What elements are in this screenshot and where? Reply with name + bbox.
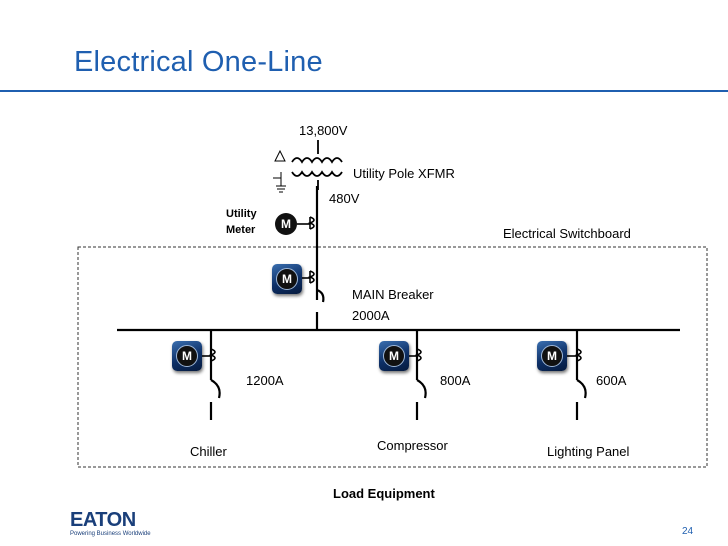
load-chiller-label: Chiller [190, 444, 227, 459]
feeder-meter-chiller-icon: M [172, 341, 202, 371]
load-lighting-label: Lighting Panel [547, 444, 630, 459]
delta-symbol [274, 149, 286, 162]
meter-face: M [276, 268, 298, 290]
main-breaker-rating: 2000A [352, 308, 390, 323]
meter-symbol: M [281, 217, 291, 231]
feeder-chiller [198, 330, 221, 420]
utility-meter-icon: M [275, 213, 297, 235]
utility-meter-label-line1: Utility [226, 208, 257, 220]
meter-face: M [383, 345, 405, 367]
feeder-compressor [404, 330, 427, 420]
logo-wordmark: EATON [70, 509, 136, 531]
load-equipment-label: Load Equipment [333, 486, 435, 501]
transformer-symbol [291, 140, 343, 190]
feeder-rating-lighting: 600A [596, 373, 627, 388]
main-meter-icon: M [272, 264, 302, 294]
feeder-lighting-panel [564, 330, 587, 420]
primary-voltage-label: 13,800V [299, 123, 348, 138]
utility-ct-symbol [297, 216, 315, 230]
main-ct-symbol [300, 270, 315, 284]
main-breaker-label: MAIN Breaker [352, 287, 434, 302]
utility-meter-label-line2: Meter [226, 224, 256, 236]
feeder-rating-compressor: 800A [440, 373, 471, 388]
switchboard-boundary [77, 246, 708, 468]
secondary-voltage-label: 480V [329, 191, 360, 206]
feeder-rating-chiller: 1200A [246, 373, 284, 388]
eaton-logo: EATON Powering Business Worldwide [70, 510, 151, 537]
transformer-label: Utility Pole XFMR [353, 166, 455, 181]
slide-title: Electrical One-Line [74, 46, 323, 78]
title-underline [0, 90, 728, 92]
wye-ground-symbol [273, 172, 286, 193]
utility-meter-label: Utility Meter [226, 206, 257, 238]
meter-face: M [176, 345, 198, 367]
page-number: 24 [682, 526, 694, 537]
load-compressor-label: Compressor [377, 438, 448, 453]
feeder-meter-lighting-icon: M [537, 341, 567, 371]
logo-tagline: Powering Business Worldwide [70, 531, 151, 537]
switchboard-label: Electrical Switchboard [503, 226, 631, 241]
feeder-meter-compressor-icon: M [379, 341, 409, 371]
meter-face: M [541, 345, 563, 367]
main-breaker-symbol [315, 288, 325, 330]
